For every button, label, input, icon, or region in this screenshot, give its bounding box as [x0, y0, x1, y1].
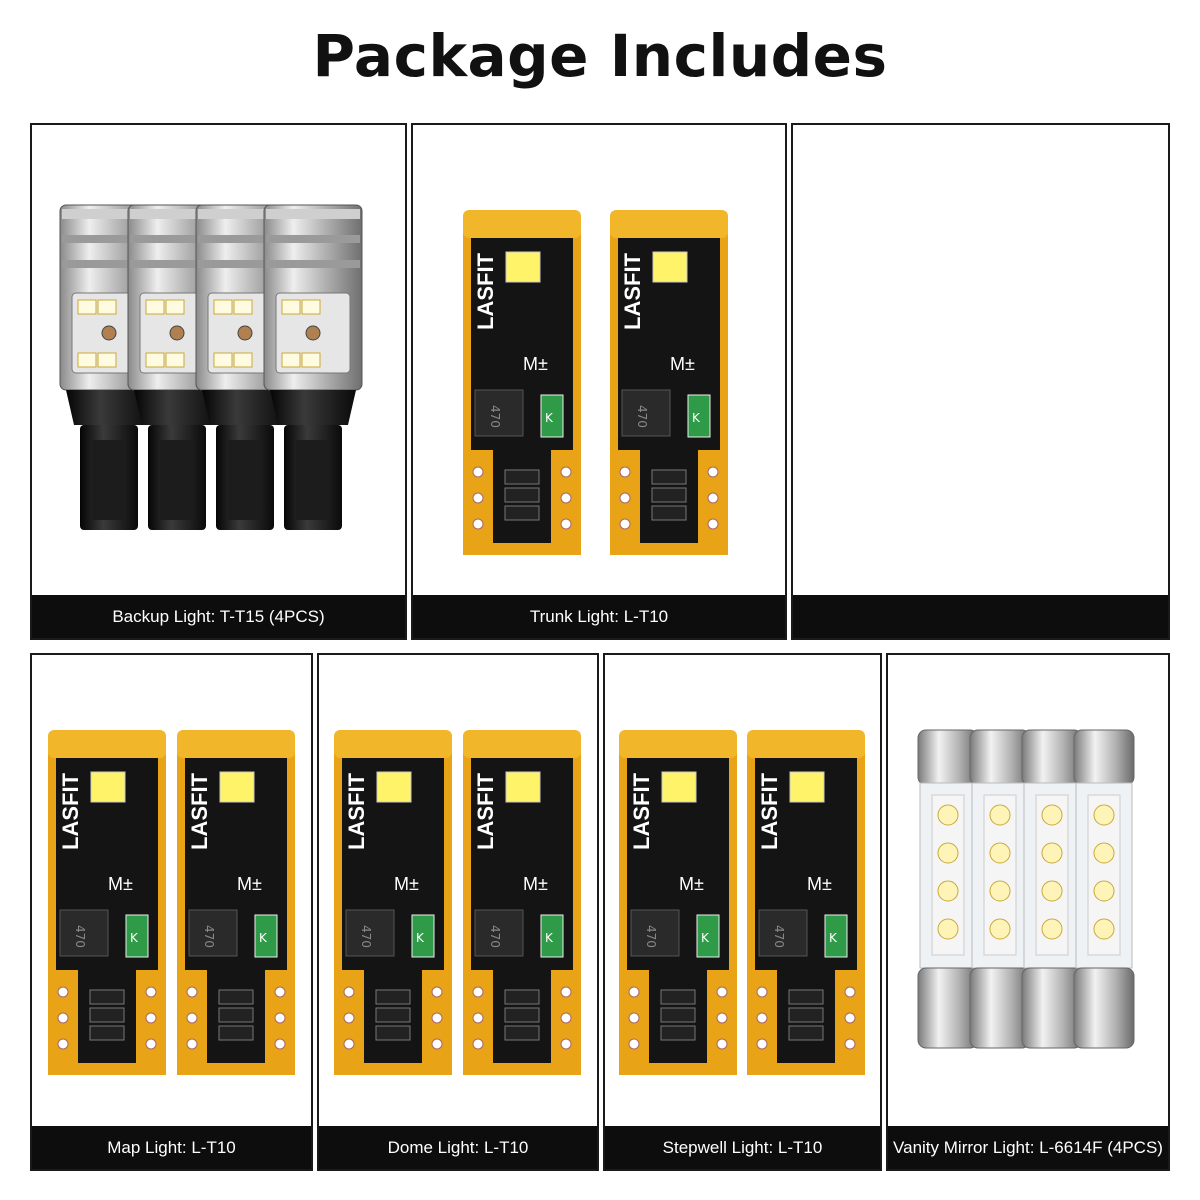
svg-text:M±: M± — [523, 354, 548, 374]
panel-caption: Vanity Mirror Light: L-6614F (4PCS) — [888, 1126, 1168, 1169]
panel-caption: Trunk Light: L-T10 — [413, 595, 785, 638]
t10-bulbs-image: LASFIT M± 470 K — [413, 125, 785, 595]
empty-image-area — [793, 125, 1168, 595]
panel-caption: Dome Light: L-T10 — [319, 1126, 597, 1169]
page-title: Package Includes — [312, 22, 888, 90]
panel-caption: Stepwell Light: L-T10 — [605, 1126, 880, 1169]
panel-empty — [791, 123, 1170, 640]
panel-stepwell-light: Stepwell Light: L-T10 — [603, 653, 882, 1171]
svg-text:K: K — [545, 411, 554, 425]
festoon-bulbs-image — [888, 655, 1168, 1126]
panel-map-light: Map Light: L-T10 — [30, 653, 313, 1171]
panel-vanity-mirror-light: Vanity Mirror Light: L-6614F (4PCS) — [886, 653, 1170, 1171]
panel-trunk-light: LASFIT M± 470 K Trunk Light: L-T10 — [411, 123, 787, 640]
svg-text:470: 470 — [488, 405, 502, 428]
panel-caption: Map Light: L-T10 — [32, 1126, 311, 1169]
panel-dome-light: Dome Light: L-T10 — [317, 653, 599, 1171]
panel-caption: Backup Light: T-T15 (4PCS) — [32, 595, 405, 638]
t10-bulbs-image — [319, 655, 597, 1126]
t15-bulbs-image — [32, 125, 405, 595]
panel-backup-light: Backup Light: T-T15 (4PCS) — [30, 123, 407, 640]
svg-text:LASFIT: LASFIT — [473, 252, 498, 330]
t10-bulbs-image — [605, 655, 880, 1126]
panel-caption — [793, 595, 1168, 638]
t10-bulbs-image — [32, 655, 311, 1126]
